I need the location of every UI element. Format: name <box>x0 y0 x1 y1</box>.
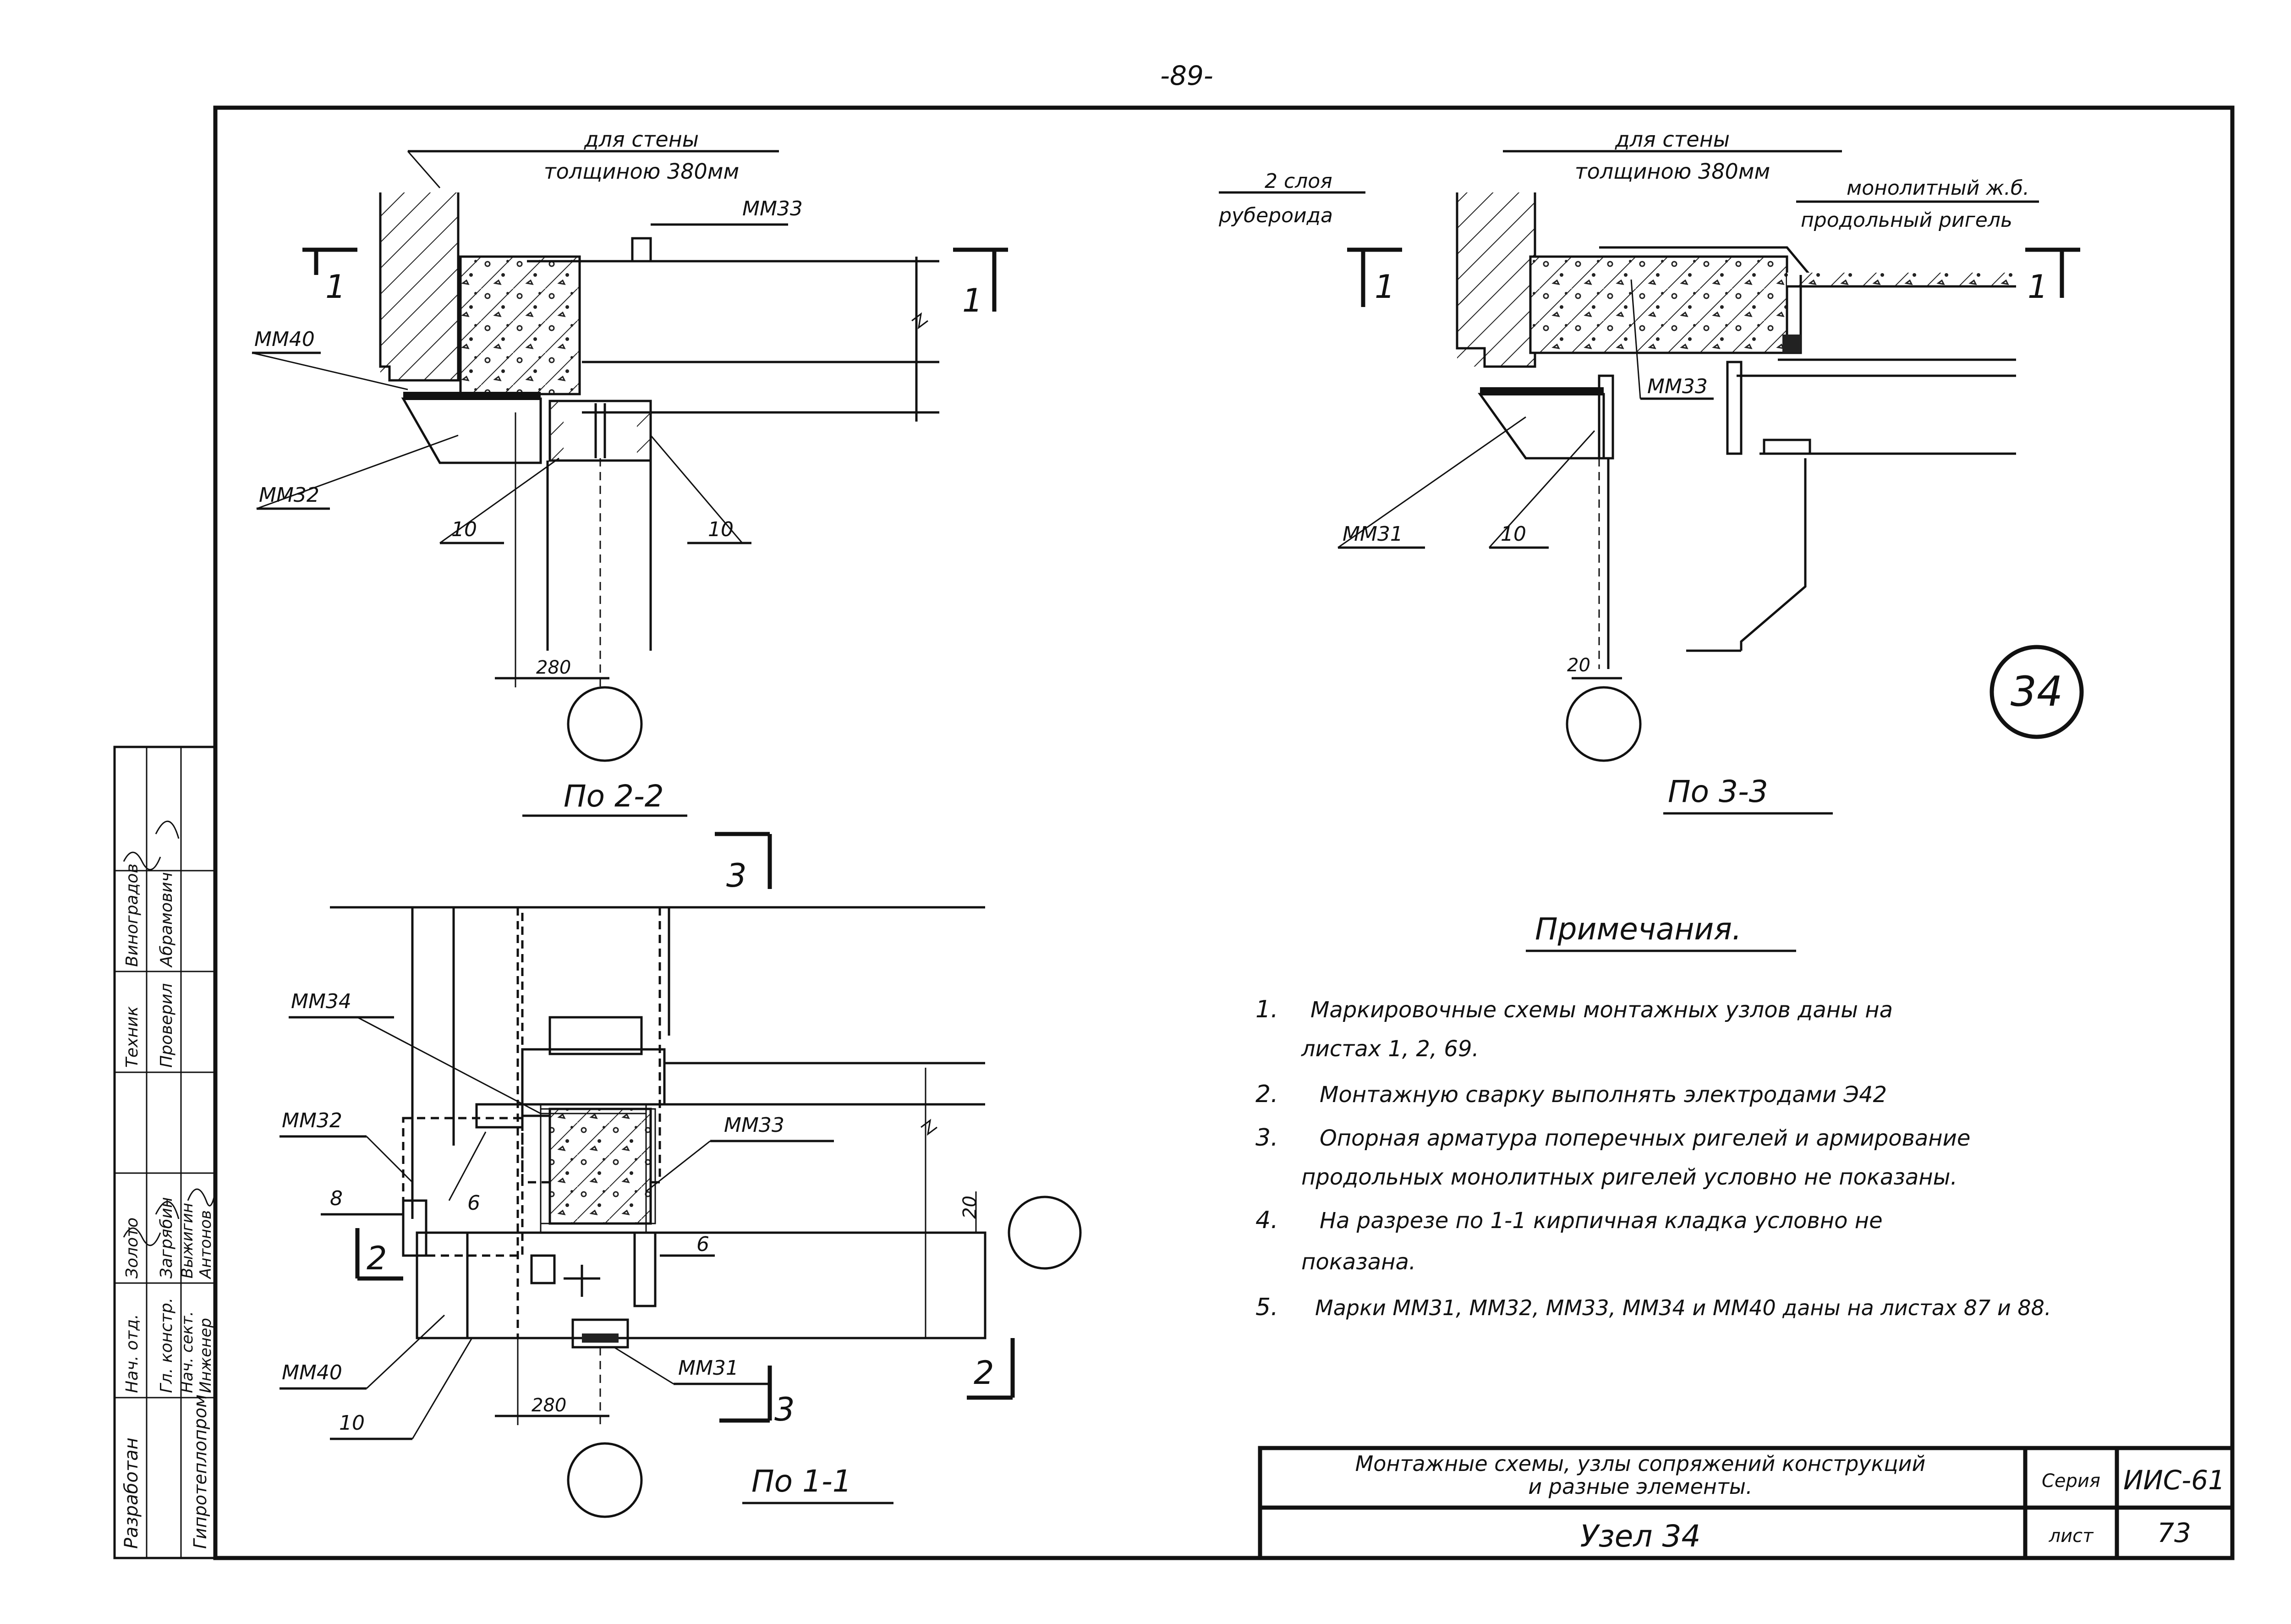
console-mm31 <box>1478 393 1605 460</box>
description-line2: и разные элементы. <box>1528 1474 1752 1499</box>
note-4-line-2: показана. <box>1301 1249 1416 1275</box>
view-1-1-title: По 1-1 <box>751 1464 852 1499</box>
section-3-top: 3 <box>726 857 747 894</box>
view-3-3-title: По 3-3 <box>1668 774 1768 809</box>
layers-label-1: 2 слоя <box>1265 170 1332 193</box>
section-3-bottom: 3 <box>774 1391 795 1428</box>
view-1-1: 3 ММ34 <box>280 832 1082 1518</box>
note-3-line-1: Опорная арматура поперечных ригелей и ар… <box>1320 1125 1970 1151</box>
wall-label-line2: толщиною 380мм <box>1575 159 1770 184</box>
stamp-name-2: Выжигин <box>178 1203 197 1278</box>
stamp-role-0: Нач. отд. <box>123 1314 142 1393</box>
num-8: 8 <box>330 1187 343 1210</box>
series-label: Серия <box>2042 1470 2100 1492</box>
section-1-left: 1 <box>1375 268 1395 306</box>
signature-marks <box>123 1188 216 1246</box>
mark-mm31: ММ31 <box>1343 522 1403 546</box>
console-mm32 <box>401 397 542 464</box>
num-10-b: 10 <box>708 518 734 541</box>
num-6-b: 6 <box>696 1233 709 1256</box>
note-3-num: 3. <box>1255 1124 1278 1152</box>
stamp-name-5: Абрамович <box>157 872 176 968</box>
axis-bubble <box>567 1442 643 1518</box>
num-10-a: 10 <box>451 518 477 541</box>
axis-bubble <box>1566 686 1642 762</box>
stamp-role-2: Нач. сект. <box>178 1311 197 1393</box>
title-block: Монтажные схемы, узлы сопряжений констру… <box>1258 1446 2235 1560</box>
stamp-role-1: Гл. констр. <box>157 1298 176 1393</box>
note-2-line-1: Монтажную сварку выполнять электродами Э… <box>1320 1082 1887 1108</box>
sheet-value: 73 <box>2157 1517 2191 1548</box>
layers-label-2: рубероида <box>1218 204 1333 227</box>
axis-bubble <box>567 686 643 762</box>
section-1-right: 1 <box>2028 268 2048 306</box>
stamp-name-4: Виноградов <box>123 863 142 967</box>
stamp-org: Гипротеплопром <box>190 1394 210 1549</box>
page-mark: -89- <box>1160 60 1213 91</box>
mark-mm40: ММ40 <box>254 328 315 351</box>
wall-label-line1: для стены <box>1615 127 1730 152</box>
note-4-line-1: На разрезе по 1-1 кирпичная кладка услов… <box>1320 1208 1883 1234</box>
num-6-a: 6 <box>467 1191 480 1215</box>
stamp-name-1: Загрябин <box>157 1197 176 1278</box>
num-10: 10 <box>339 1411 365 1435</box>
axis-bubble-right <box>1008 1196 1082 1270</box>
section-2-right: 2 <box>974 1354 994 1392</box>
wall-label-line2: толщиною 380мм <box>544 159 739 184</box>
note-4-num: 4. <box>1255 1207 1278 1234</box>
view-2-2: для стены толщиною 380мм ММ33 <box>252 127 1008 817</box>
mark-mm32: ММ32 <box>259 483 319 507</box>
signature-marks-top <box>123 820 180 871</box>
note-1-line-1: Маркировочные схемы монтажных узлов даны… <box>1310 997 1893 1023</box>
dim-280: 280 <box>532 1395 566 1416</box>
node-badge-circle <box>1990 645 2084 739</box>
mark-mm31: ММ31 <box>678 1356 739 1380</box>
stamp-name-3: Антонов <box>197 1210 215 1279</box>
view-3-3: для стены толщиною 380мм 2 слоя рубероид… <box>1218 127 2080 815</box>
mark-mm33: ММ33 <box>1647 375 1708 398</box>
stamp-role-5: Проверил <box>157 983 176 1068</box>
note-2-num: 2. <box>1255 1081 1278 1108</box>
beam-label-1: монолитный ж.б. <box>1847 176 2029 200</box>
concrete-block <box>460 257 580 394</box>
beam-label-2: продольный ригель <box>1801 208 2012 232</box>
concrete-block <box>1530 257 1787 353</box>
column-head <box>548 400 652 462</box>
stamp-developed: Разработан <box>121 1437 142 1549</box>
series-value: ИИС-61 <box>2123 1465 2225 1496</box>
view-2-2-title: По 2-2 <box>564 779 664 814</box>
num-10: 10 <box>1501 522 1526 546</box>
dim-20: 20 <box>1567 655 1590 676</box>
mark-mm32: ММ32 <box>282 1109 342 1132</box>
dim-280: 280 <box>536 657 571 678</box>
wall-label-line1: для стены <box>584 127 699 152</box>
note-3-line-2: продольных монолитных ригелей условно не… <box>1301 1164 1957 1190</box>
stamp-role-4: Техник <box>123 1006 142 1068</box>
mark-mm34: ММ34 <box>291 990 351 1013</box>
brick-wall <box>380 192 458 380</box>
note-5-num: 5. <box>1255 1294 1278 1321</box>
sheet-label: лист <box>2049 1525 2094 1547</box>
section-1-left: 1 <box>325 268 346 306</box>
mark-mm33: ММ33 <box>724 1114 784 1137</box>
note-1-num: 1. <box>1255 996 1278 1023</box>
node-name: Узел 34 <box>1580 1519 1700 1554</box>
note-5-line-1: Марки ММ31, ММ32, ММ33, ММ34 и ММ40 даны… <box>1315 1295 2051 1320</box>
section-2-left: 2 <box>367 1240 387 1277</box>
description-line1: Монтажные схемы, узлы сопряжений констру… <box>1355 1451 1926 1476</box>
notes-heading: Примечания. <box>1535 911 1742 947</box>
notes: Примечания. 1. Маркировочные схемы монта… <box>1255 911 2051 1321</box>
section-1-right: 1 <box>962 282 983 319</box>
dim-20: 20 <box>959 1196 981 1219</box>
approval-stamp: Разработан Гипротеплопром Нач. отд. Гл. … <box>113 746 217 1559</box>
stamp-role-3: Инженер <box>197 1318 215 1393</box>
concrete-block <box>550 1109 651 1223</box>
node-badge: 34 <box>2011 668 2063 716</box>
mark-mm40: ММ40 <box>282 1361 342 1384</box>
note-1-line-2: листах 1, 2, 69. <box>1301 1036 1479 1062</box>
stamp-name-0: Золото <box>123 1218 142 1278</box>
mark-mm33: ММ33 <box>742 197 803 220</box>
